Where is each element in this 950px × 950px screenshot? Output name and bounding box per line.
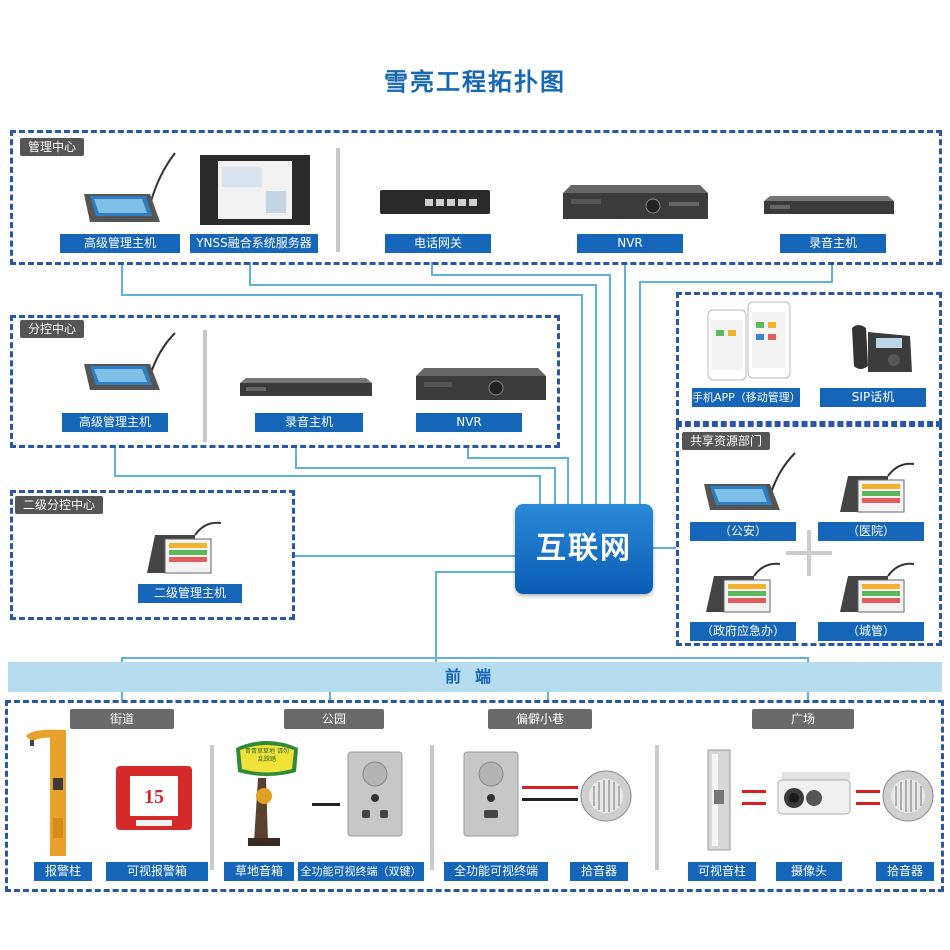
zone-tag-alley: 偏僻小巷 [488,709,592,729]
advanced-host-label: 高级管理主机 [60,234,180,253]
desktop-terminal-icon [840,562,915,613]
host-console-icon [704,452,796,510]
connector-line [742,790,766,805]
internet-hub: 互联网 [515,504,653,594]
ynss-server-label: YNSS融合系统服务器 [190,234,318,253]
video-sound-column-icon [707,749,731,851]
divider [336,148,340,252]
management-center-box [10,130,942,265]
camera-icon [777,772,851,815]
zone-tag-square: 广场 [752,709,854,729]
host-console-icon [84,332,176,390]
video-terminal-icon [463,751,519,837]
host-console-icon [84,152,176,222]
recorder-host-icon [764,196,894,214]
sip-phone-icon [852,325,912,372]
plus-icon [786,530,832,576]
nvr-icon [416,368,546,400]
desktop-terminal-icon [147,521,222,574]
shared-departments-box [676,424,942,646]
nvr-label: NVR [416,413,522,432]
alarm-pillar-icon [26,729,66,856]
camera-label: 摄像头 [776,862,842,881]
pickup-label: 拾音器 [570,862,628,881]
phone-gateway-label: 电话网关 [385,234,491,253]
microphone-pickup-icon [882,770,934,822]
diagram-title: 雪亮工程拓扑图 [384,68,566,96]
video-terminal-icon [347,751,403,837]
front-end-box [5,700,944,892]
alarm-pillar-label: 报警柱 [34,862,92,881]
police-label: （公安） [690,522,796,541]
nvr-label: NVR [577,234,683,253]
secondary-branch-box [10,490,295,620]
mobile-app-label: 手机APP（移动管理） [692,388,800,407]
advanced-host-label: 高级管理主机 [62,413,168,432]
divider [655,745,659,870]
recorder-host-label: 录音主机 [780,234,886,253]
connector-line [856,790,880,805]
shared-departments-tag: 共享资源部门 [682,432,771,450]
video-alarm-box-icon [116,766,192,830]
mobile-phone-icon [707,301,791,381]
recorder-host-icon [240,378,372,396]
management-center-tag: 管理中心 [20,138,85,156]
hospital-label: （医院） [818,522,924,541]
desktop-terminal-icon [840,462,915,513]
video-sound-column-label: 可视音柱 [688,862,756,881]
divider [203,330,207,442]
server-rack-icon [200,155,310,225]
dual-key-terminal-label: 全功能可视终端（双键） [298,862,424,881]
grass-speaker-icon [236,741,298,846]
divider [210,745,214,870]
pickup-label: 拾音器 [876,862,934,881]
gov-emergency-label: （政府应急办） [690,622,796,641]
connector-line [522,786,578,801]
secondary-branch-tag: 二级分控中心 [15,496,104,514]
city-management-label: （城管） [818,622,924,641]
microphone-pickup-icon [580,770,632,822]
connector-line [312,803,340,806]
branch-center-box [10,315,560,448]
zone-tag-park: 公园 [284,709,384,729]
sip-phone-label: SIP话机 [820,388,926,407]
grass-speaker-label: 草地音箱 [224,862,294,881]
mobile-box [676,292,942,424]
front-end-bar: 前端 [8,662,942,692]
grass-sign-text: 青青草草地 请勿乱踩踏 [245,748,289,763]
divider [430,745,434,870]
branch-center-tag: 分控中心 [20,320,85,338]
alarm-box-number: 15 [144,786,164,808]
recorder-host-label: 录音主机 [255,413,363,432]
phone-gateway-icon [380,190,490,214]
desktop-terminal-icon [706,562,781,613]
nvr-icon [563,185,708,219]
secondary-host-label: 二级管理主机 [138,584,242,603]
video-terminal-label: 全功能可视终端 [444,862,548,881]
video-alarm-box-label: 可视报警箱 [106,862,208,881]
zone-tag-street: 街道 [70,709,174,729]
